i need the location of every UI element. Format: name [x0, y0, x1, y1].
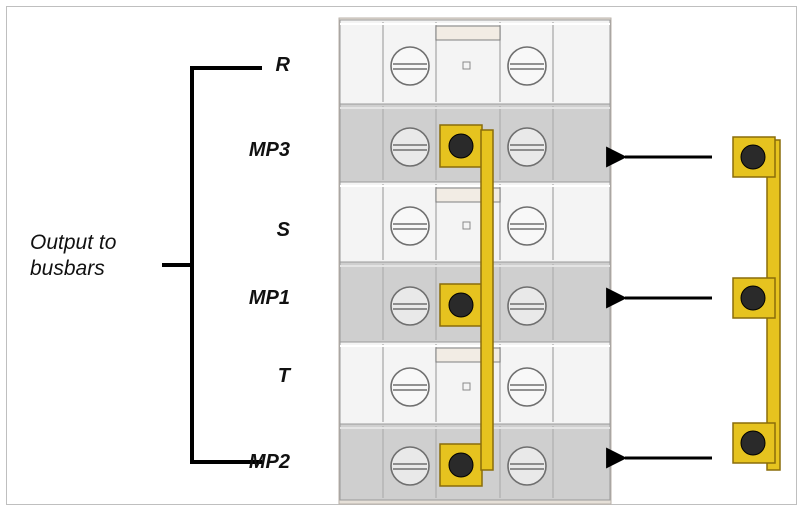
terminal-screw-icon: [390, 446, 430, 486]
busbar-screw-2: [732, 277, 776, 319]
busbar-screw-1: [732, 136, 776, 178]
terminal-screw-icon: [390, 127, 430, 167]
output-bracket: [162, 66, 262, 464]
terminal-screw-icon: [507, 206, 547, 246]
internal-busbar: [480, 129, 494, 471]
bracket-line: [190, 66, 262, 464]
link-screw-icon: [439, 443, 483, 487]
output-label-line1: Output to: [30, 231, 117, 254]
terminal-screw-icon: [390, 46, 430, 86]
terminal-tab: [435, 25, 501, 41]
terminal-label-mp3: MP3: [248, 139, 290, 161]
terminal-row-4: [339, 261, 611, 343]
terminal-screw-icon: [390, 286, 430, 326]
terminal-label-t: T: [277, 365, 290, 387]
terminal-label-r: R: [275, 54, 290, 76]
removable-busbar: [732, 136, 781, 471]
terminal-row-2: [339, 103, 611, 183]
center-socket-icon: [462, 382, 471, 391]
link-screw-icon: [740, 430, 766, 456]
terminal-screw-icon: [507, 46, 547, 86]
arrow-group: [606, 146, 712, 469]
terminal-screw-icon: [390, 206, 430, 246]
terminal-label-s: S: [276, 219, 290, 241]
busbar-screw-3: [732, 422, 776, 464]
link-screw-icon: [740, 285, 766, 311]
terminal-row-3: [339, 181, 611, 263]
center-socket-icon: [462, 61, 471, 70]
terminal-label-mp2: MP2: [248, 451, 290, 473]
link-screw-icon: [439, 124, 483, 168]
terminal-screw-icon: [507, 367, 547, 407]
terminal-row-5: [339, 341, 611, 425]
terminal-screw-icon: [507, 127, 547, 167]
terminal-screw-icon: [507, 286, 547, 326]
terminal-label-mp1: MP1: [248, 287, 290, 309]
terminal-screw-icon: [507, 446, 547, 486]
terminal-row-6: [339, 423, 611, 501]
terminal-row-1: [339, 19, 611, 105]
link-screw-icon: [439, 283, 483, 327]
terminal-screw-icon: [390, 367, 430, 407]
link-screw-icon: [740, 144, 766, 170]
output-label-line2: busbars: [30, 257, 105, 280]
output-label: Output to busbars: [30, 230, 116, 282]
terminal-block: [338, 17, 612, 505]
center-socket-icon: [462, 221, 471, 230]
busbar-tab: [732, 277, 776, 319]
